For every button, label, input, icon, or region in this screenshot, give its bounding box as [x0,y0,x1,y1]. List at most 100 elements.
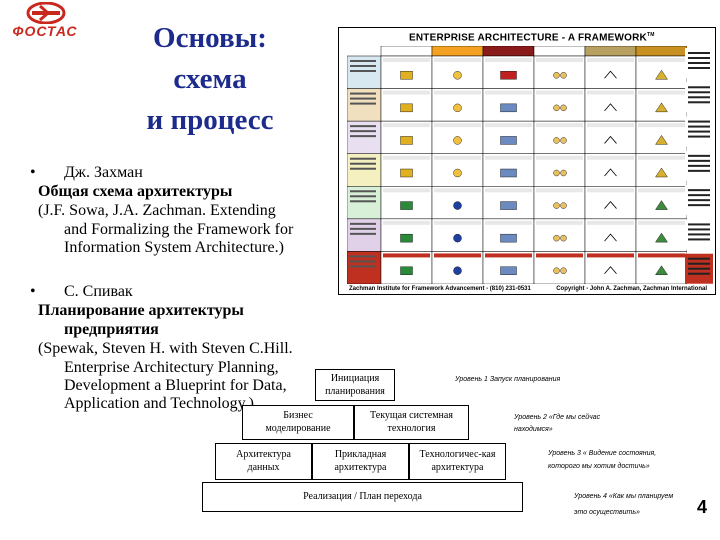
framework-cell-icon [500,168,517,178]
framework-cell-caption [383,220,430,225]
framework-cell-icon [400,103,413,113]
level3-b-line1: Прикладная [334,449,387,460]
framework-side-label-text [688,57,710,59]
pyramid-implementation-box: Реализация / План перехода [202,482,523,512]
framework-cell-caption [383,155,430,160]
framework-cell-caption [587,220,634,225]
framework-cell-icon [560,104,567,112]
framework-side-label-text [688,135,710,138]
section2-ref-line2: Enterprise Architectury Planning, [64,359,279,376]
framework-cell-caption [587,90,634,95]
page-title: Основы: схема и процесс [110,18,310,141]
framework-footer-left: Zachman Institute for Framework Advancem… [349,286,531,292]
framework-side-label-text [688,52,710,54]
framework-cell-caption [536,155,583,160]
framework-row-label-text [350,157,376,160]
framework-row-label-text [350,70,376,72]
framework-title: ENTERPRISE ARCHITECTURE - A FRAMEWORKTM [409,32,655,44]
framework-cell-icon [500,201,517,210]
pyramid-current-tech-box: Текущая системная технология [354,405,469,440]
section1-ref-line1: (J.F. Sowa, J.A. Zachman. Extending [38,202,276,219]
level3-b-line2: архитектура [334,462,387,473]
framework-cell-caption [383,58,430,62]
framework-side-label-text [688,272,710,275]
framework-row-label-text [350,130,376,133]
framework-cell-icon [453,233,462,243]
framework-row-label-text [350,97,376,100]
framework-cell-caption [536,188,583,193]
framework-cell-icon [560,267,567,274]
framework-cell-caption [638,58,685,62]
framework-cell-icon [553,234,560,242]
framework-row-label-text [350,60,376,62]
framework-cell-icon [453,136,462,145]
framework-cell-icon [553,267,560,274]
framework-cell-icon [400,71,413,80]
framework-column-header [380,46,433,57]
level4-note-line1: Уровень 4 «Как мы планируем [574,493,674,500]
section2-heading-line2: предприятия [64,321,159,338]
title-line-1: Основы: [153,22,267,54]
page-number: 4 [697,497,708,517]
framework-column-header [584,46,637,57]
framework-cell-icon [500,103,517,113]
framework-cell-caption [434,220,481,225]
framework-row-label-text [350,190,376,193]
framework-row-label-text [350,162,376,165]
framework-row-label-text [350,167,376,170]
logo-emblem-icon [26,2,66,24]
framework-cell-caption [434,58,481,62]
level2-note-line1: Уровень 2 «Где мы сейчас [514,414,601,421]
framework-cell-caption [638,155,685,160]
framework-side-label-text [688,204,710,207]
framework-cell-icon [500,71,517,80]
framework-cell-icon [655,135,668,145]
framework-side-label-text [688,238,710,241]
framework-cell-caption [638,253,685,258]
level1-note: Уровень 1 Запуск планирования [455,376,561,383]
framework-cell-icon [400,233,413,243]
framework-column-header [482,46,535,57]
framework-cell-caption [587,58,634,62]
framework-side-label-text [688,169,710,172]
pyramid-business-modeling-box: Бизнес моделирование [242,405,354,440]
level2-left-line1: Бизнес [283,410,313,421]
framework-side-label-text [688,101,710,104]
level3-note-line2: которого мы хотим достичь» [548,463,650,470]
level3-c-line1: Технологичес-кая [419,449,496,460]
framework-row-label-text [350,255,376,258]
level3-c-line2: архитектура [431,462,484,473]
framework-cell-icon [400,136,413,145]
framework-cell-icon [604,103,617,112]
framework-cell-caption [536,253,583,258]
framework-cell-caption [383,90,430,95]
section2-heading-line1: Планирование архитектуры [38,302,244,319]
level3-note-line1: Уровень 3 « Видение состояния, [548,450,657,457]
framework-cell-icon [500,136,517,145]
framework-side-label-text [688,154,710,157]
framework-cell-icon [553,202,560,209]
level4-note-line2: это осуществить» [574,509,640,516]
framework-side-label-text [688,194,710,197]
framework-column-header [533,46,586,57]
framework-side-label-text [688,267,710,270]
framework-side-label-text [688,199,710,202]
framework-cell-caption [485,220,532,225]
section1-heading: Общая схема архитектуры [38,183,233,200]
framework-row-label-text [350,92,376,95]
framework-cell-icon [604,135,617,144]
framework-cell-icon [604,70,617,79]
section2-ref-line1: (Spewak, Steven H. with Steven C.Hill. [38,340,293,357]
framework-side-label-text [688,223,710,226]
framework-cell-icon [560,234,567,242]
framework-cell-caption [383,188,430,193]
framework-side-label-text [688,96,710,99]
framework-side-label-text [688,262,710,265]
framework-cell-icon [604,168,617,177]
section2-ref-line4: Application and Technology.) [64,395,254,412]
framework-cell-caption [434,155,481,160]
title-line-3: и процесс [146,104,274,136]
framework-row-label-text [350,195,376,198]
framework-footer-right: Copyright - John A. Zachman, Zachman Int… [556,286,707,292]
framework-cell-caption [485,90,532,95]
